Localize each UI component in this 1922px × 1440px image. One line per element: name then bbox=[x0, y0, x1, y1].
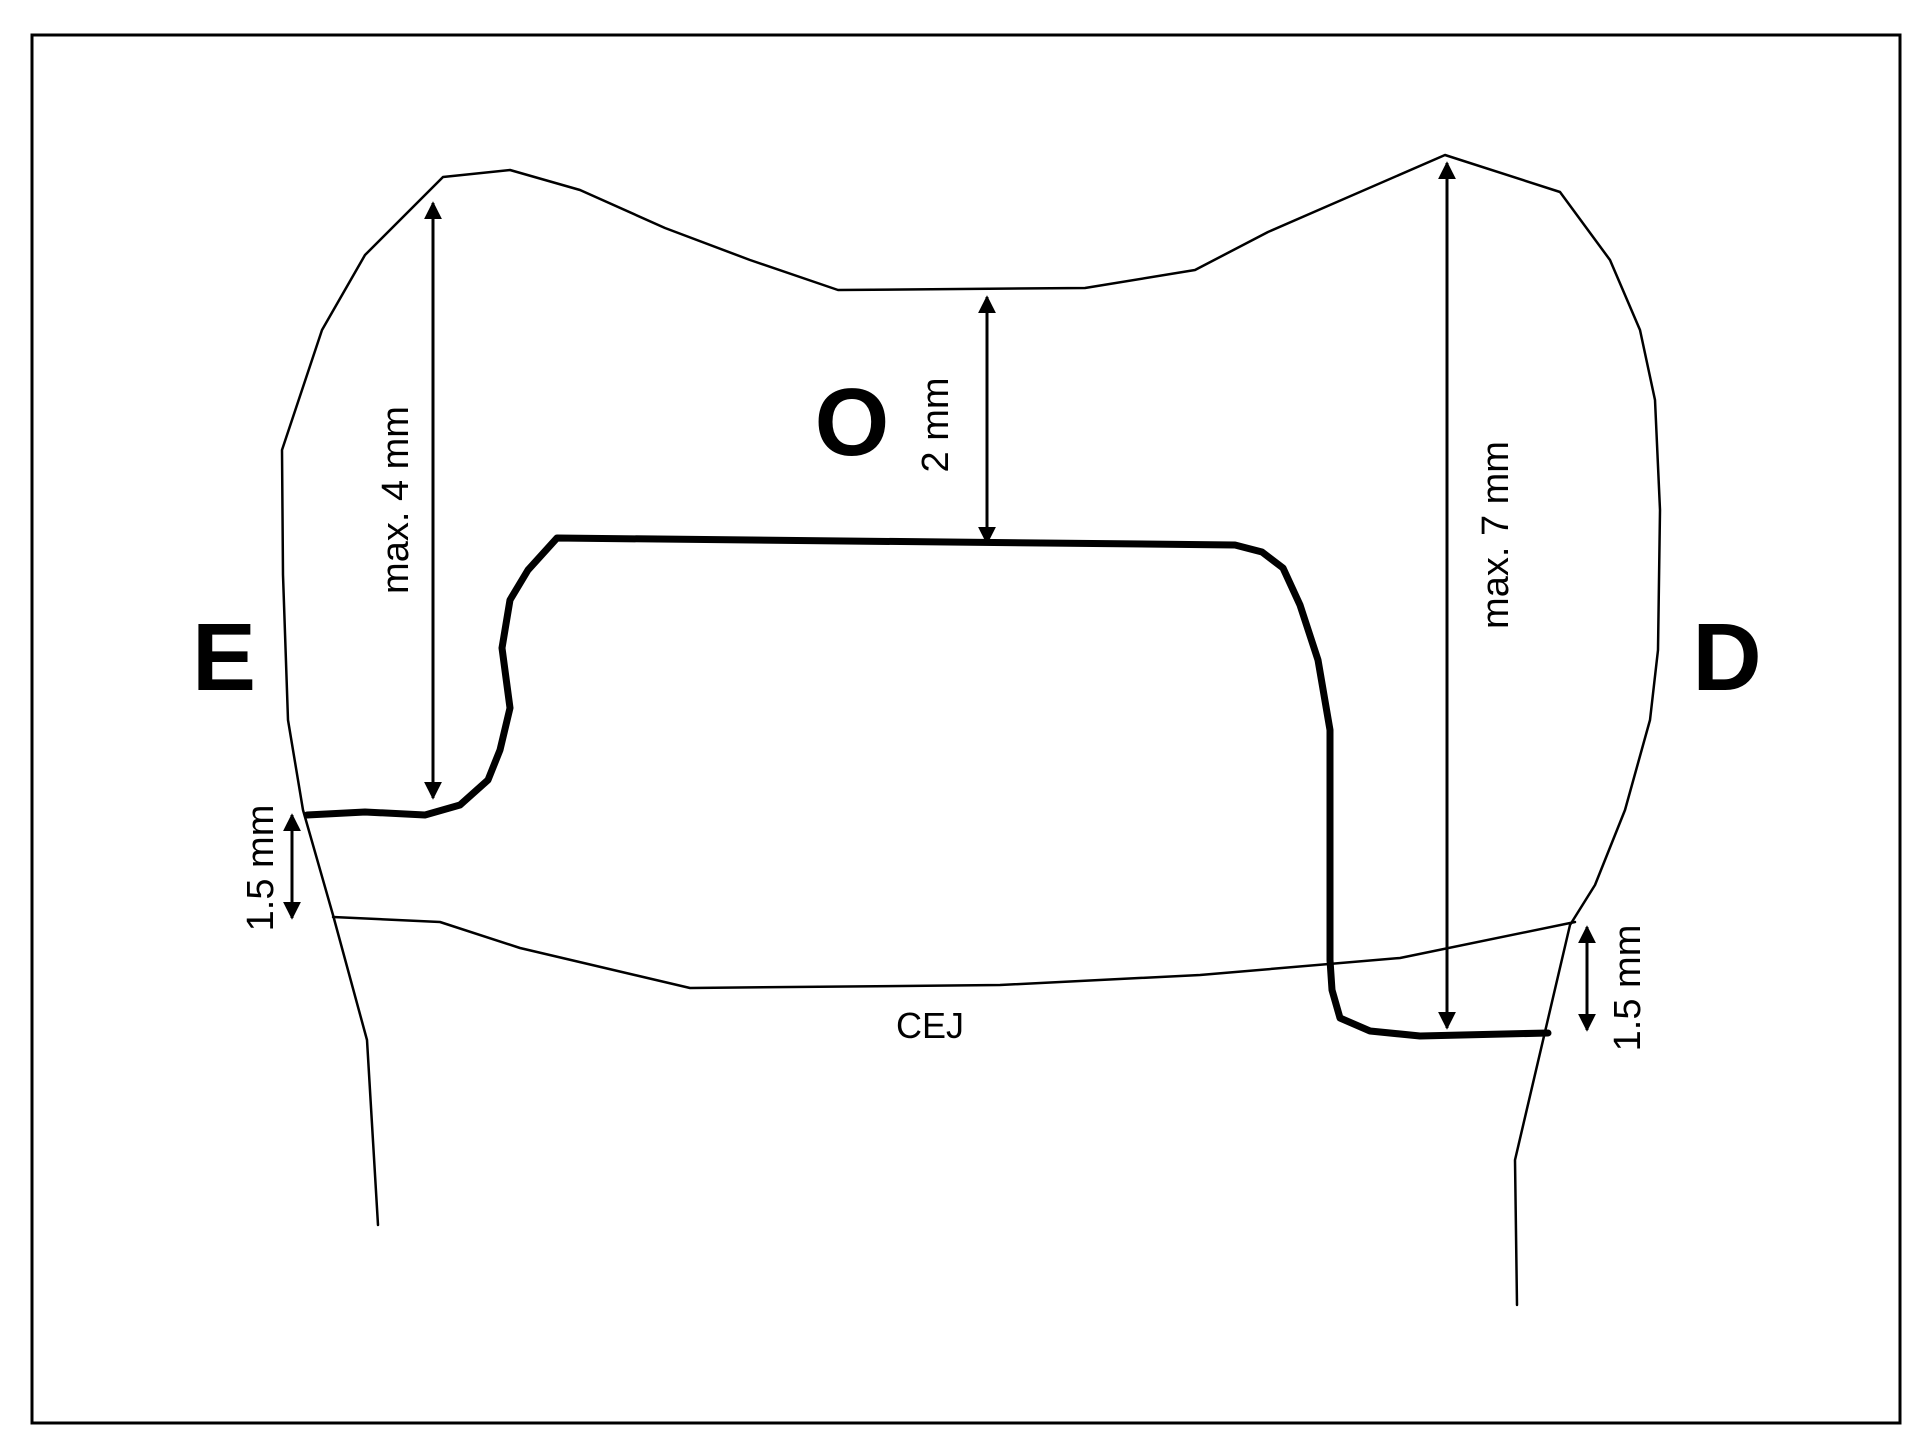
right-margin-label: 1.5 mm bbox=[1607, 925, 1649, 1052]
occlusal-depth-label: 2 mm bbox=[915, 378, 957, 473]
left-margin-label: 1.5 mm bbox=[240, 805, 282, 932]
cej-line bbox=[331, 915, 1577, 990]
cej-label: CEJ bbox=[896, 1005, 964, 1046]
tooth-crown-outline bbox=[280, 153, 1662, 1307]
right-surface-label: D bbox=[1692, 604, 1761, 711]
right-height-label: max. 7 mm bbox=[1475, 441, 1517, 629]
occlusal-label: O bbox=[815, 369, 890, 476]
left-surface-label: E bbox=[192, 604, 256, 711]
cavity-preparation-outline bbox=[303, 534, 1552, 1040]
left-height-label: max. 4 mm bbox=[375, 406, 417, 594]
figure-border bbox=[30, 33, 1902, 1425]
